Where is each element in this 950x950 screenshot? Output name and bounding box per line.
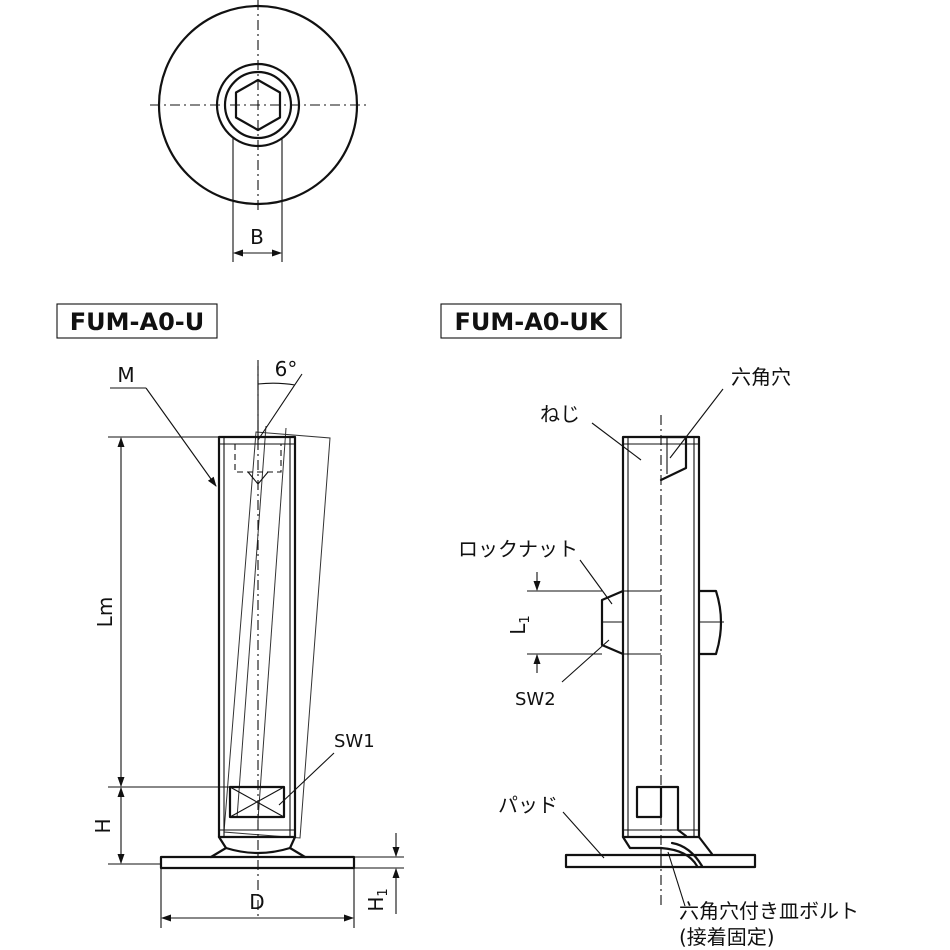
h1-label: H1	[364, 888, 391, 911]
lm-label: Lm	[93, 597, 117, 628]
pad-label: パッド	[498, 793, 558, 817]
title-fum-a0-u-box: FUM-A0-U	[56, 303, 218, 339]
dim-b-label: B	[250, 225, 264, 249]
bolt-note-label: (接着固定)	[679, 925, 775, 949]
title-fum-a0-uk-box: FUM-A0-UK	[440, 303, 622, 339]
fum-a0-uk-side-view: L1 六角穴 ねじ ロックナット SW2 パッド 六角穴付き皿ボルト (接着固定…	[458, 365, 859, 949]
hex-hole-label: 六角穴	[731, 365, 791, 389]
sw1-label: SW1	[334, 731, 375, 752]
bolt-label: 六角穴付き皿ボルト	[679, 899, 859, 923]
d-label: D	[249, 890, 264, 914]
fum-a0-u-side-view: 6° M Lm H D H1 SW1	[91, 357, 404, 928]
h-label: H	[91, 818, 115, 833]
sw2-label: SW2	[515, 689, 556, 710]
l1-label: L1	[506, 615, 533, 634]
thread-label: ねじ	[540, 402, 580, 426]
lock-nut-label: ロックナット	[458, 537, 578, 561]
angle-label: 6°	[275, 357, 298, 381]
title-fum-a0-uk: FUM-A0-UK	[454, 308, 608, 336]
m-label: M	[117, 363, 134, 387]
top-view: B	[150, 0, 366, 262]
title-fum-a0-u: FUM-A0-U	[70, 308, 204, 336]
